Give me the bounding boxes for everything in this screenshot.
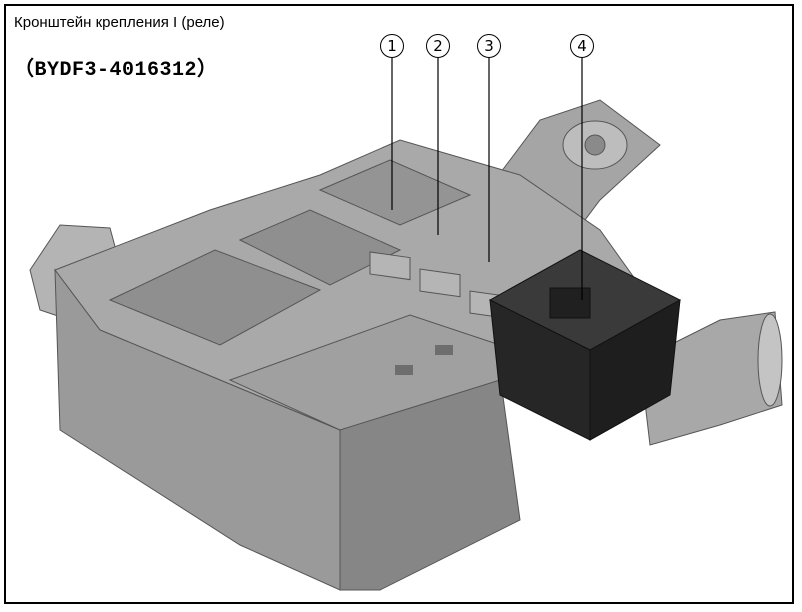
callout-4: 4: [570, 34, 594, 58]
compartment-mid: [238, 209, 402, 286]
callout-1: 1: [380, 34, 404, 58]
callout-2: 2: [426, 34, 450, 58]
part-number: （BYDF3-4016312）: [14, 59, 218, 82]
socket-1: [369, 251, 411, 281]
socket-2: [419, 268, 461, 298]
relay-side: [589, 299, 681, 441]
compartment-right: [318, 159, 472, 226]
callout-3: 3: [477, 34, 501, 58]
diagram-title: Кронштейн крепления I (реле): [14, 14, 225, 31]
compartment-left: [108, 249, 322, 346]
hose-end: [757, 313, 783, 407]
